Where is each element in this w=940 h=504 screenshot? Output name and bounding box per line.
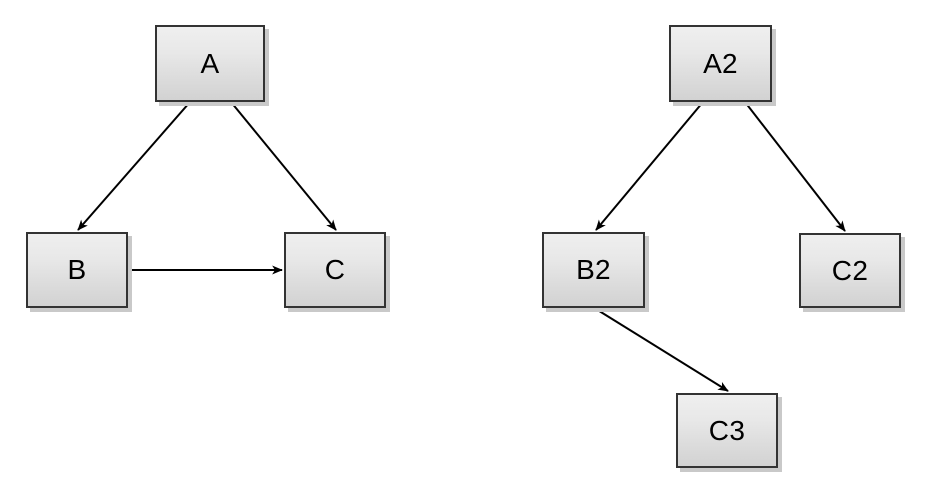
node-label-c2: C2 — [831, 254, 869, 286]
node-label-c3: C3 — [708, 414, 746, 446]
node-a2[interactable]: A2 — [669, 25, 772, 102]
edge-a-to-b[interactable] — [77, 101, 191, 231]
edge-b2-to-c3[interactable] — [595, 308, 729, 392]
edge-a2-to-b2[interactable] — [595, 101, 704, 231]
edge-a2-to-c2[interactable] — [744, 101, 846, 232]
node-label-a2: A2 — [703, 47, 738, 79]
node-label-b: B — [67, 254, 87, 285]
node-b[interactable]: B — [26, 232, 128, 308]
node-c2[interactable]: C2 — [799, 233, 901, 308]
edge-a-to-c[interactable] — [230, 101, 337, 231]
node-label-c: C — [324, 254, 346, 285]
node-b2[interactable]: B2 — [542, 232, 645, 308]
node-label-b2: B2 — [576, 254, 611, 285]
node-c[interactable]: C — [284, 232, 386, 308]
node-label-a: A — [200, 47, 220, 79]
node-a[interactable]: A — [155, 25, 265, 102]
node-c3[interactable]: C3 — [676, 393, 778, 468]
